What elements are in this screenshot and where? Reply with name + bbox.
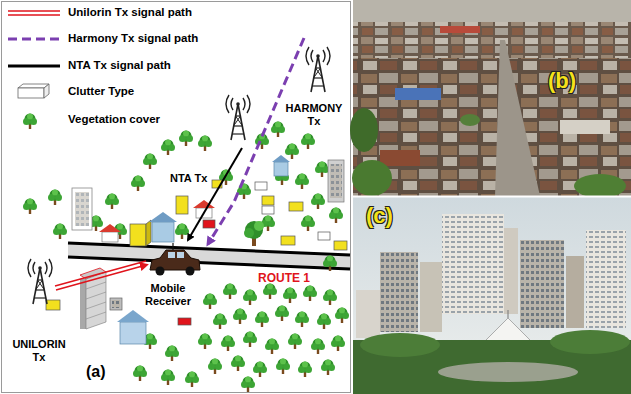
clutter-buildings: [46, 155, 347, 344]
road: [68, 243, 350, 269]
legend-text: Clutter Type: [68, 85, 134, 99]
legend-samples: [8, 11, 60, 129]
photo-urban-highrise: [353, 197, 631, 394]
transmitter-label: HARMONY Tx: [282, 102, 346, 128]
photo-dense-urban: [350, 0, 631, 198]
legend-text: Vegetation cover: [68, 113, 160, 127]
legend-text: Harmony Tx signal path: [68, 32, 198, 46]
unilorin-tower: [28, 259, 52, 304]
panel-label: (b): [548, 68, 576, 94]
transmitter-label: UNILORIN Tx: [6, 338, 72, 364]
legend-text: NTA Tx signal path: [68, 59, 171, 73]
transmitter-label: NTA Tx: [170, 172, 207, 185]
route-label: ROUTE 1: [258, 271, 310, 285]
legend-text: Unilorin Tx signal path: [68, 6, 192, 20]
nta-tower: [226, 95, 250, 140]
vegetation: [23, 122, 349, 393]
mobile-receiver-car: [150, 243, 200, 276]
receiver-label: Mobile Receiver: [136, 282, 200, 308]
photo-divider: [353, 196, 631, 198]
panel-label: (a): [86, 362, 106, 381]
big-tree: [244, 221, 264, 246]
panel-frame: [2, 2, 351, 393]
harmony-tower: [306, 47, 330, 92]
signal-paths: [55, 38, 304, 290]
panel-label: (c): [366, 203, 393, 229]
